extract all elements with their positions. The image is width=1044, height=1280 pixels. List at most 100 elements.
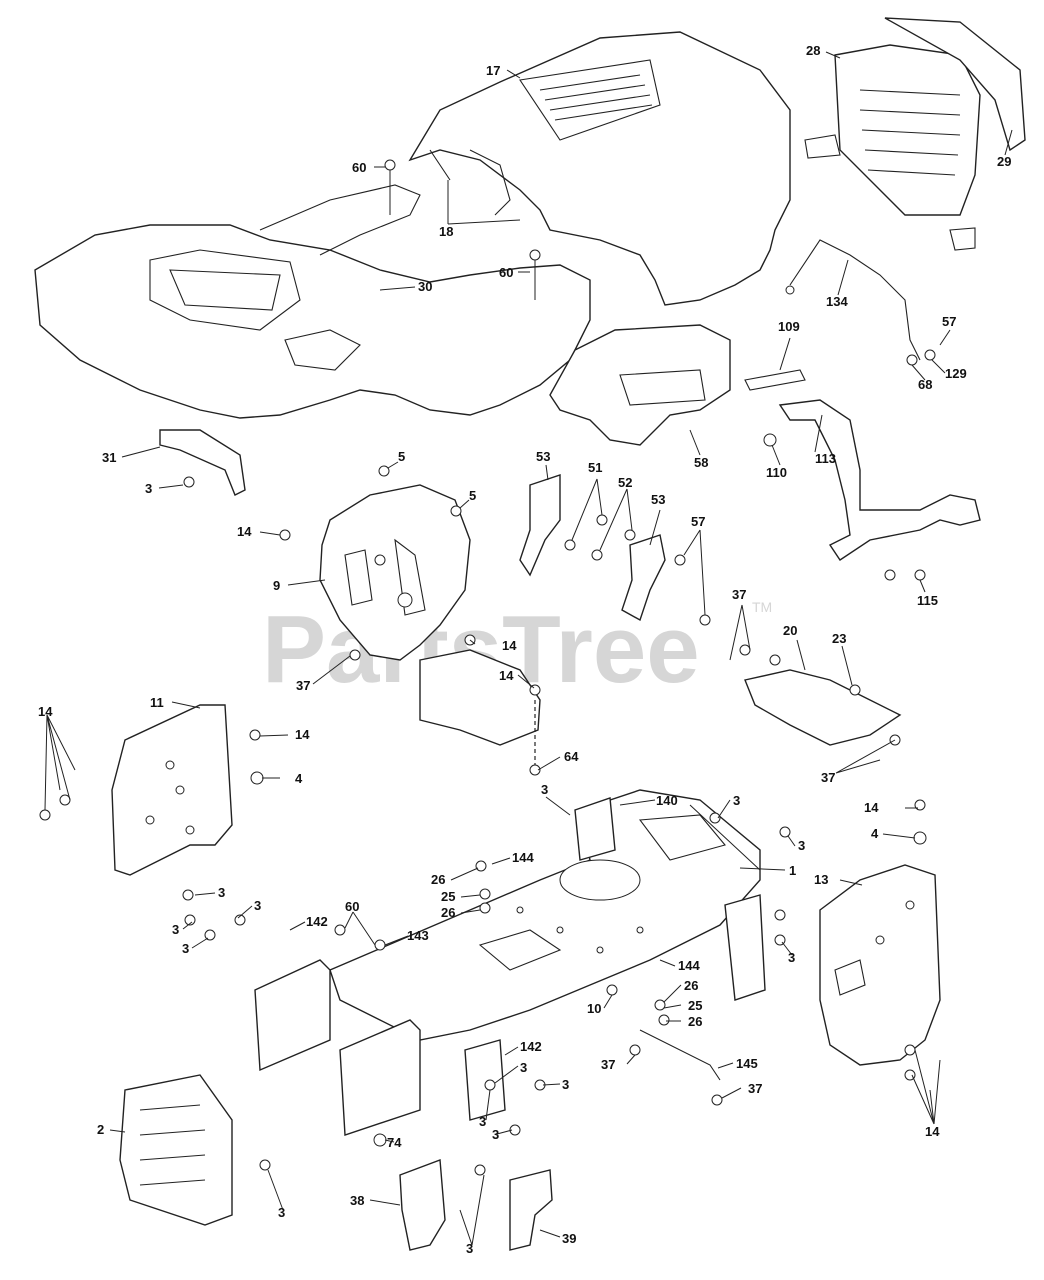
callout-14e: 14 [295,727,310,742]
seat-bracket-part [159,429,246,496]
callout-1: 1 [789,863,796,878]
bracket-53b-part [621,534,666,622]
callout-14g: 14 [925,1124,940,1139]
callout-3l2: 3 [492,1127,499,1142]
callout-30: 30 [418,279,432,294]
callout-74: 74 [387,1135,402,1150]
callout-52: 52 [618,475,632,490]
callout-26c: 26 [684,978,698,993]
callout-4b: 4 [871,826,879,841]
callout-143: 143 [407,928,429,943]
callout-3d: 3 [798,838,805,853]
callout-14a: 14 [237,524,252,539]
bracket-right-part [724,894,766,1001]
callout-14d: 14 [38,704,53,719]
callout-25a: 25 [441,889,455,904]
hood-part [408,31,791,306]
rail-142a-part [254,959,331,1072]
callout-115: 115 [917,593,938,608]
callout-142b: 142 [520,1039,542,1054]
bracket-140-part [574,797,616,861]
callout-3h: 3 [182,941,189,956]
callout-3e: 3 [218,885,225,900]
callout-58: 58 [694,455,708,470]
callout-29: 29 [997,154,1011,169]
callout-3f: 3 [254,898,261,913]
callout-25b: 25 [688,998,702,1013]
rod-145-part [639,1029,721,1081]
leader-lines [44,51,1013,1246]
callout-14b: 14 [502,638,517,653]
main-frame-part [329,789,761,1041]
callout-53b: 53 [651,492,665,507]
callout-142a: 142 [306,914,328,929]
seat-part [34,224,591,419]
callout-53a: 53 [536,449,550,464]
callout-57a: 57 [942,314,956,329]
callout-3j: 3 [520,1060,527,1075]
callout-9: 9 [273,578,280,593]
callout-144b: 144 [678,958,700,973]
callout-26d: 26 [688,1014,702,1029]
side-panel-right-part [819,864,941,1066]
callout-3k: 3 [562,1077,569,1092]
bracket-38-part [399,1159,446,1251]
callout-17: 17 [486,63,500,78]
callout-129: 129 [945,366,967,381]
callout-31: 31 [102,450,116,465]
callout-3i: 3 [788,950,795,965]
watermark-trademark: TM [752,599,772,615]
callout-28: 28 [806,43,820,58]
dash-bracket-part [419,649,541,746]
callout-5a: 5 [398,449,405,464]
callout-51: 51 [588,460,602,475]
plate-20-part [744,669,902,746]
callout-3b: 3 [541,782,548,797]
callout-3l: 3 [479,1114,486,1129]
front-plate-part [119,1074,233,1226]
callout-26a: 26 [431,872,445,887]
callout-14c: 14 [499,668,514,683]
callout-110: 110 [766,465,787,480]
callout-60b: 60 [499,265,513,280]
callout-3m: 3 [278,1205,285,1220]
callout-3c: 3 [733,793,740,808]
callout-labels: 17 28 29 60 18 30 60 134 57 129 68 109 5… [38,43,1011,1256]
side-panel-left-part [111,704,233,876]
dash-panel-part [319,484,471,661]
seat-pan-part [549,324,731,446]
callout-3g: 3 [172,922,179,937]
callout-26b: 26 [441,905,455,920]
callout-13: 13 [814,872,828,887]
callout-64: 64 [564,749,579,764]
callout-37c: 37 [821,770,835,785]
callout-140: 140 [656,793,678,808]
callout-37a: 37 [732,587,746,602]
rod-134-part [789,239,921,361]
bar-113-part [778,399,981,561]
callout-68: 68 [918,377,932,392]
callout-109: 109 [778,319,800,334]
bracket-39-part [509,1169,553,1251]
callout-11: 11 [150,695,164,710]
callout-20: 20 [783,623,797,638]
callout-4a: 4 [295,771,303,786]
callout-37d: 37 [601,1057,615,1072]
grille-part [804,17,1026,251]
callout-2: 2 [97,1122,104,1137]
callout-145: 145 [736,1056,758,1071]
fasteners [39,159,936,1176]
callout-39: 39 [562,1231,576,1246]
callout-14f: 14 [864,800,879,815]
callout-10: 10 [587,1001,601,1016]
bracket-53a-part [519,474,561,577]
callout-134: 134 [826,294,848,309]
seat-frame-part [259,184,421,256]
callout-113: 113 [815,451,836,466]
callout-23: 23 [832,631,846,646]
callout-18: 18 [439,224,453,239]
callout-3a: 3 [145,481,152,496]
callout-37e: 37 [748,1081,762,1096]
strap-109-part [744,369,806,391]
